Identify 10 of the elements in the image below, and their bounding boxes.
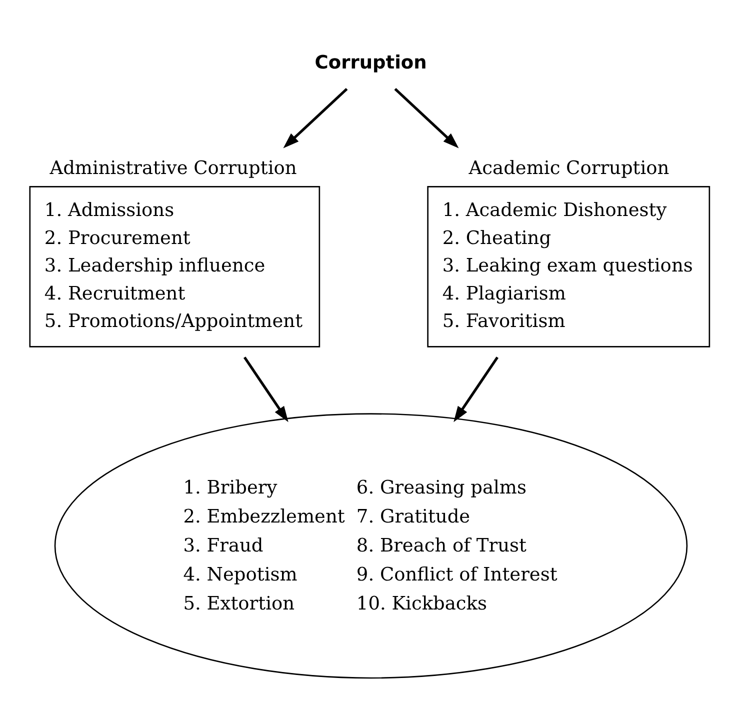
arrow [243,356,288,422]
node-label: Academic Corruption [468,158,670,179]
arrow [454,356,498,422]
node-box: 1. Admissions 2. Procurement 3. Leadership influence 4. Recruitment 5. Promotions/Appointment [29,186,320,348]
node-ellipse: 1. Bribery 6. Greasing palms 2. Embezzlement 7. Gratitude 3. Fraud 8. Breach of Trust 4. Nepotism 9. Conflict of Interest 5. Extortion 10. Kickbacks [54,413,688,679]
arrow [283,88,348,148]
node-text: Corruption [314,52,427,74]
node-label: Administrative Corruption [50,158,297,179]
node-box: 1. Academic Dishonesty 2. Cheating 3. Leaking exam questions 4. Plagiarism 5. Favoritism [427,186,710,348]
arrow [394,88,459,148]
